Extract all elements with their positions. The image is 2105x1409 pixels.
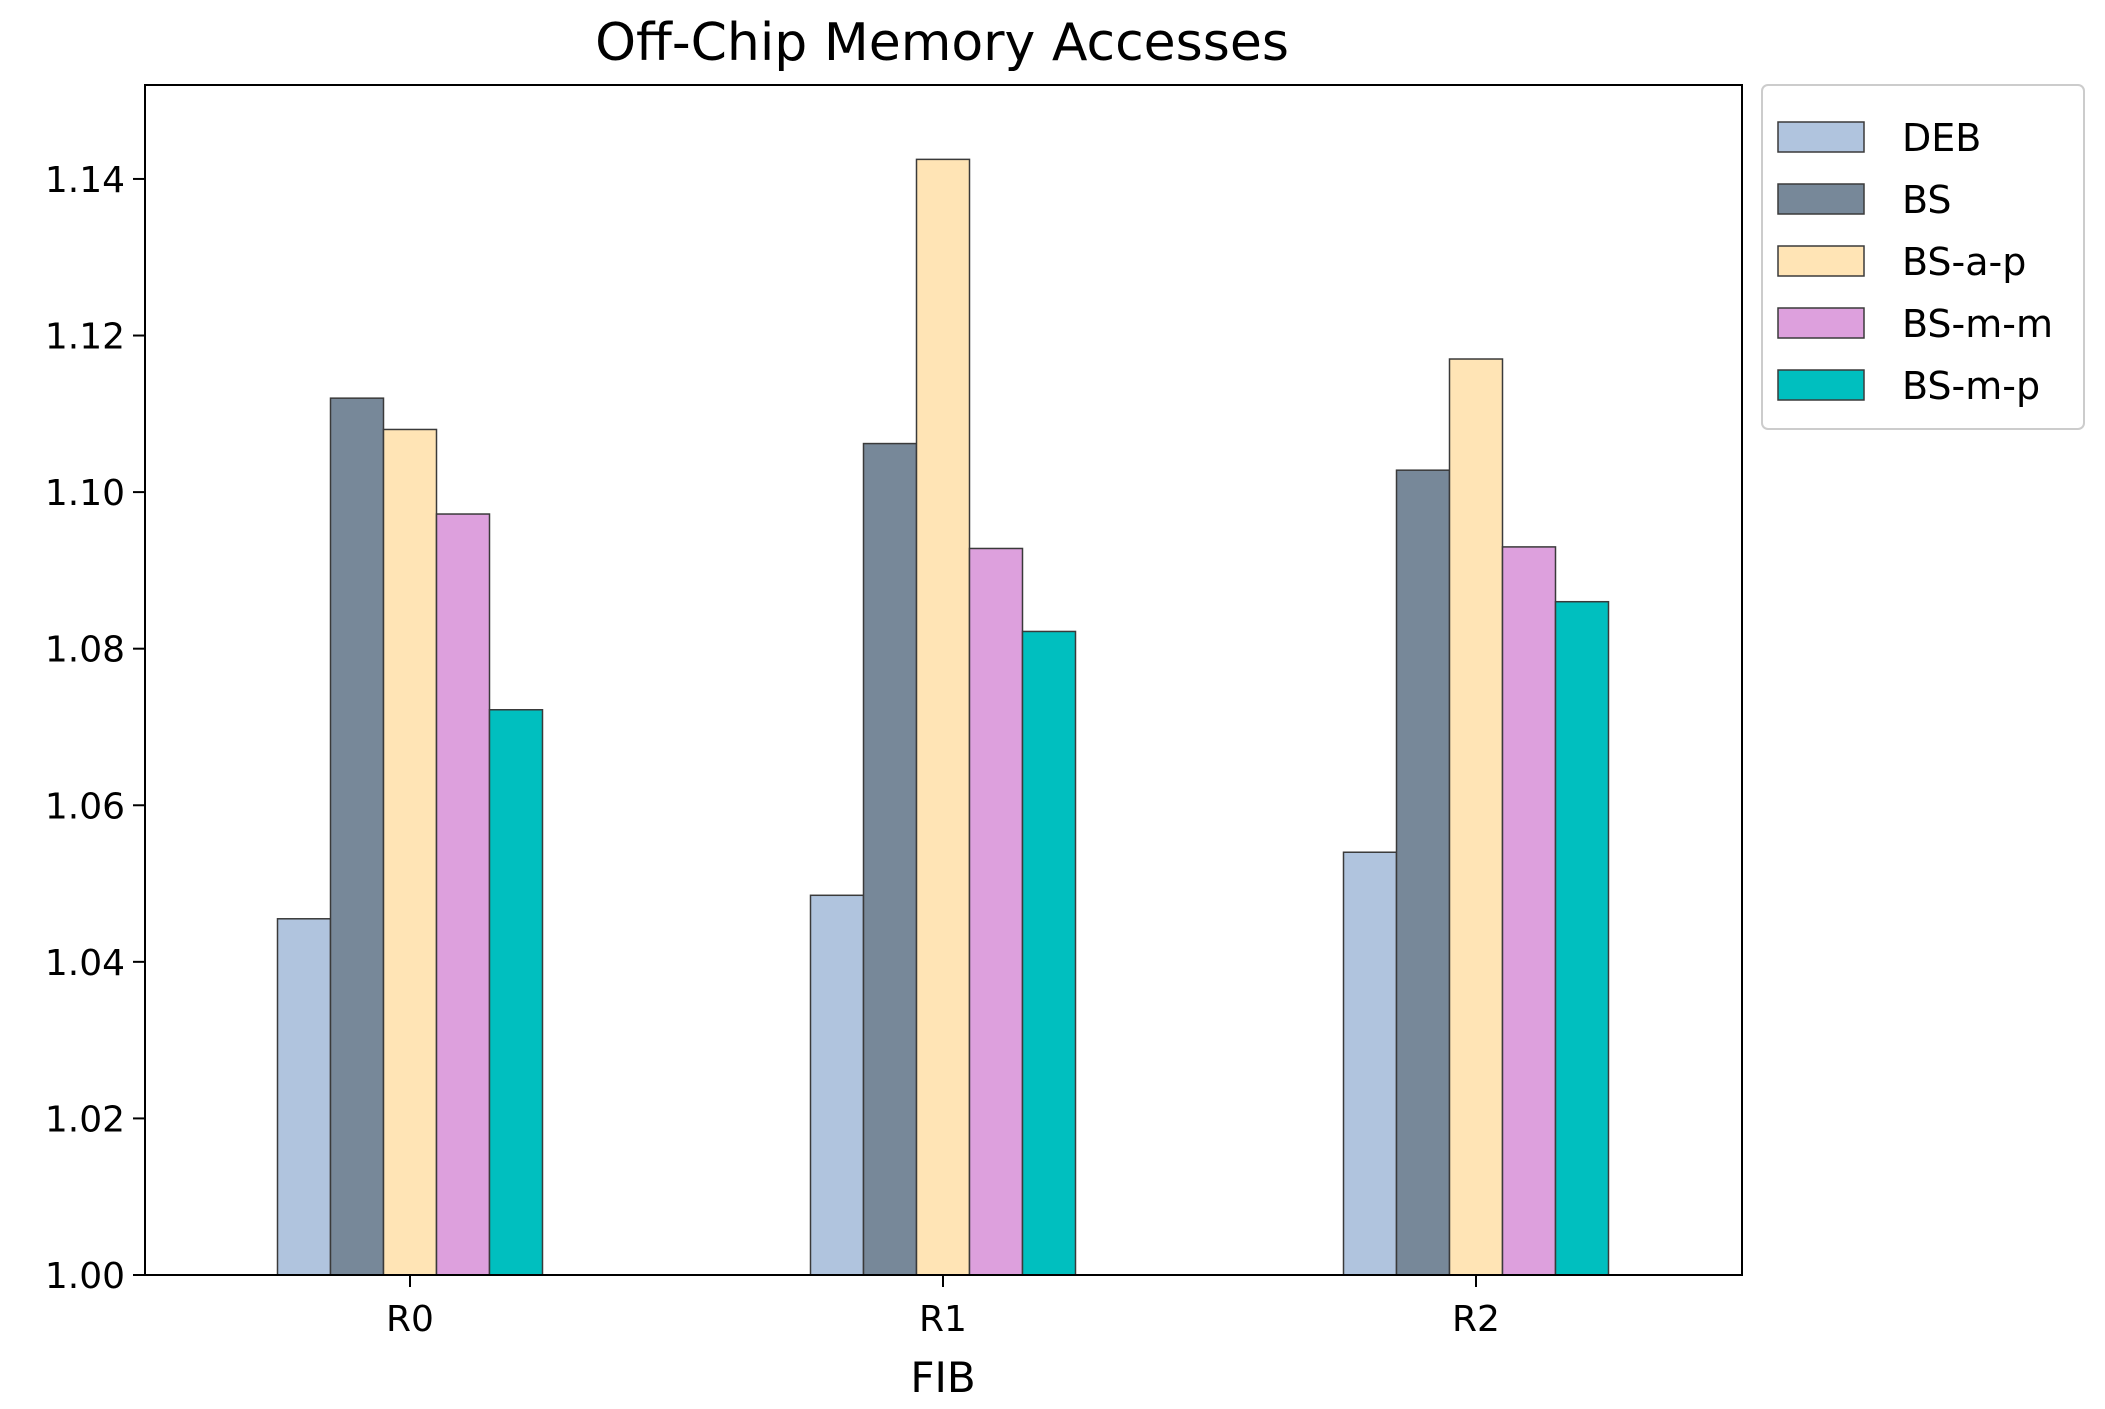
legend-label: BS-m-p <box>1902 364 2040 408</box>
bar-bs-m-p-r0 <box>488 709 544 1276</box>
chart-title: Off-Chip Memory Accesses <box>595 13 1289 73</box>
bar-bs-m-m-r2 <box>1501 546 1557 1276</box>
bar-deb-r2 <box>1342 851 1398 1276</box>
bar-bs-r0 <box>329 397 385 1276</box>
y-axis-ticks: 1.00 1.02 1.04 1.06 1.08 1.10 1.12 1.14 <box>45 160 145 1297</box>
bar-bs-m-m-r0 <box>435 513 491 1276</box>
y-tick-label: 1.04 <box>45 943 125 984</box>
bar-bs-m-m-r1 <box>968 547 1024 1276</box>
legend-label: BS-a-p <box>1902 240 2026 284</box>
legend-swatch <box>1777 183 1865 215</box>
legend: DEB BS BS-a-pBS-m-mBS-m-p <box>1761 84 2085 430</box>
bar-bs-r1 <box>862 442 918 1276</box>
plot-frame <box>144 84 1743 1276</box>
bar-bs-a-p-r1 <box>915 158 971 1276</box>
legend-swatch <box>1777 121 1865 153</box>
y-tick-label: 1.14 <box>45 160 125 201</box>
legend-swatch <box>1777 307 1865 339</box>
legend-label: BS-m-m <box>1902 302 2053 346</box>
legend-swatch <box>1777 245 1865 277</box>
y-tick-label: 1.10 <box>45 473 125 514</box>
x-axis-ticks: R0 R1 R2 <box>386 1275 1500 1340</box>
legend-label: BS <box>1902 178 1952 222</box>
bar-deb-r0 <box>276 918 332 1276</box>
y-tick-label: 1.00 <box>45 1256 125 1297</box>
x-tick-label: R0 <box>386 1299 434 1340</box>
y-tick-label: 1.12 <box>45 317 125 358</box>
x-tick-label: R2 <box>1452 1299 1500 1340</box>
y-tick-label: 1.02 <box>45 1099 125 1140</box>
legend-swatch <box>1777 369 1865 401</box>
x-axis-label: FIB <box>910 1353 975 1402</box>
y-tick-label: 1.08 <box>45 630 125 671</box>
bar-deb-r1 <box>809 894 865 1276</box>
y-tick-label: 1.06 <box>45 786 125 827</box>
legend-items: DEB BS BS-a-pBS-m-mBS-m-p <box>1777 116 2053 408</box>
bar-bs-m-p-r2 <box>1554 600 1610 1276</box>
bar-bs-r2 <box>1395 469 1451 1276</box>
legend-box <box>1761 84 2085 430</box>
bar-bs-m-p-r1 <box>1021 630 1077 1276</box>
bars-group <box>276 158 1610 1276</box>
x-tick-label: R1 <box>919 1299 967 1340</box>
legend-label: DEB <box>1902 116 1981 160</box>
bar-bs-a-p-r2 <box>1448 358 1504 1276</box>
bar-bs-a-p-r0 <box>382 428 438 1276</box>
